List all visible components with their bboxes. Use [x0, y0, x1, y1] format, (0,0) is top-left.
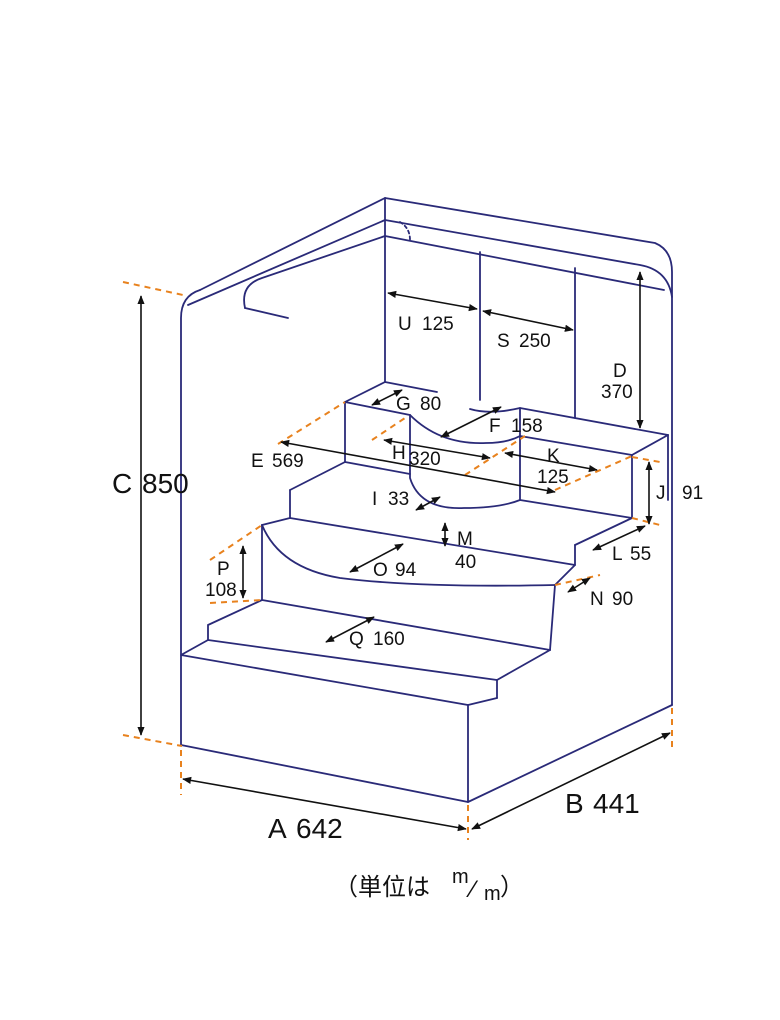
dim-line-h [383, 437, 491, 461]
dim-line-q [325, 616, 375, 643]
label-i-letter: I [372, 489, 377, 510]
dim-line-b [471, 732, 671, 830]
dim-line-e [280, 439, 556, 495]
label-d-letter: D [613, 361, 627, 382]
third-step-curve [261, 524, 556, 587]
label-s-value: 250 [519, 331, 551, 352]
top-left-rail [199, 197, 386, 291]
dim-line-s [482, 309, 574, 332]
label-c-letter: C [112, 468, 132, 499]
label-d-value: 370 [601, 382, 633, 403]
unit-note-numerator: m [452, 866, 469, 888]
label-i-value: 33 [388, 489, 409, 510]
label-g-value: 80 [420, 394, 441, 415]
bottom-front-base [180, 744, 469, 803]
label-l-value: 55 [630, 544, 651, 565]
rail-left-curl [187, 219, 386, 309]
label-s-letter: S [497, 331, 510, 352]
unit-note-suffix: ） [500, 874, 524, 901]
unit-note-denominator: m [484, 883, 501, 905]
label-h-value: 320 [409, 449, 441, 470]
label-q-letter: Q [349, 629, 364, 650]
label-k-letter: K [547, 446, 560, 467]
dim-line-l [592, 525, 646, 551]
label-b-value: 441 [593, 788, 640, 819]
label-a-letter: A [268, 813, 287, 844]
dim-line-f [440, 406, 502, 438]
second-step-front [289, 517, 576, 566]
top-rail-back [384, 197, 673, 706]
rail-inner-lip [384, 219, 673, 298]
dim-line-o [349, 543, 404, 573]
label-j-letter: J [656, 483, 666, 504]
fourth-step-front [261, 599, 551, 651]
back-wall-base [384, 381, 669, 436]
label-o-value: 94 [395, 560, 417, 581]
dim-line-a [182, 776, 467, 832]
rail-hidden-curve [399, 221, 411, 241]
label-q-value: 160 [373, 629, 405, 650]
dim-line-i [415, 496, 441, 511]
label-p-value: 108 [205, 580, 237, 601]
dim-line-n [567, 577, 591, 593]
unit-outline [180, 197, 673, 803]
unit-note: （単位は m ⁄ m ） [334, 866, 524, 905]
label-c-value: 850 [142, 468, 189, 499]
label-u-value: 125 [422, 314, 454, 335]
dimension-labels: C 850 A 642 B 441 D 370 U 125 S 250 G 80… [112, 314, 703, 844]
label-a-value: 642 [296, 813, 343, 844]
third-step-tread [261, 517, 576, 586]
outer-left-edge [180, 289, 201, 746]
unit-note-prefix: （単位は [334, 874, 430, 901]
label-e-value: 569 [272, 451, 304, 472]
label-j-value: 91 [682, 483, 703, 504]
label-l-letter: L [612, 544, 623, 565]
label-o-letter: O [373, 560, 388, 581]
label-m-value: 40 [455, 552, 476, 573]
label-p-letter: P [217, 559, 230, 580]
dim-line-u [387, 290, 478, 312]
label-u-letter: U [398, 314, 412, 335]
fourth-step-tread [207, 599, 551, 681]
label-n-letter: N [590, 589, 604, 610]
label-h-letter: H [392, 443, 406, 464]
dim-line-k [504, 450, 598, 473]
label-f-letter: F [489, 416, 501, 437]
label-b-letter: B [565, 788, 584, 819]
label-n-value: 90 [612, 589, 633, 610]
rail-inner-back [384, 235, 665, 291]
dim-line-g [371, 389, 403, 406]
bottom-tread [180, 639, 498, 706]
rail-left-tail [244, 307, 289, 319]
third-step-right-riser [549, 584, 556, 651]
label-k-value: 125 [537, 467, 569, 488]
label-e-letter: E [251, 451, 264, 472]
label-m-letter: M [457, 529, 473, 550]
dimension-arrows [137, 271, 671, 832]
label-g-letter: G [396, 394, 411, 415]
label-f-value: 158 [511, 416, 543, 437]
